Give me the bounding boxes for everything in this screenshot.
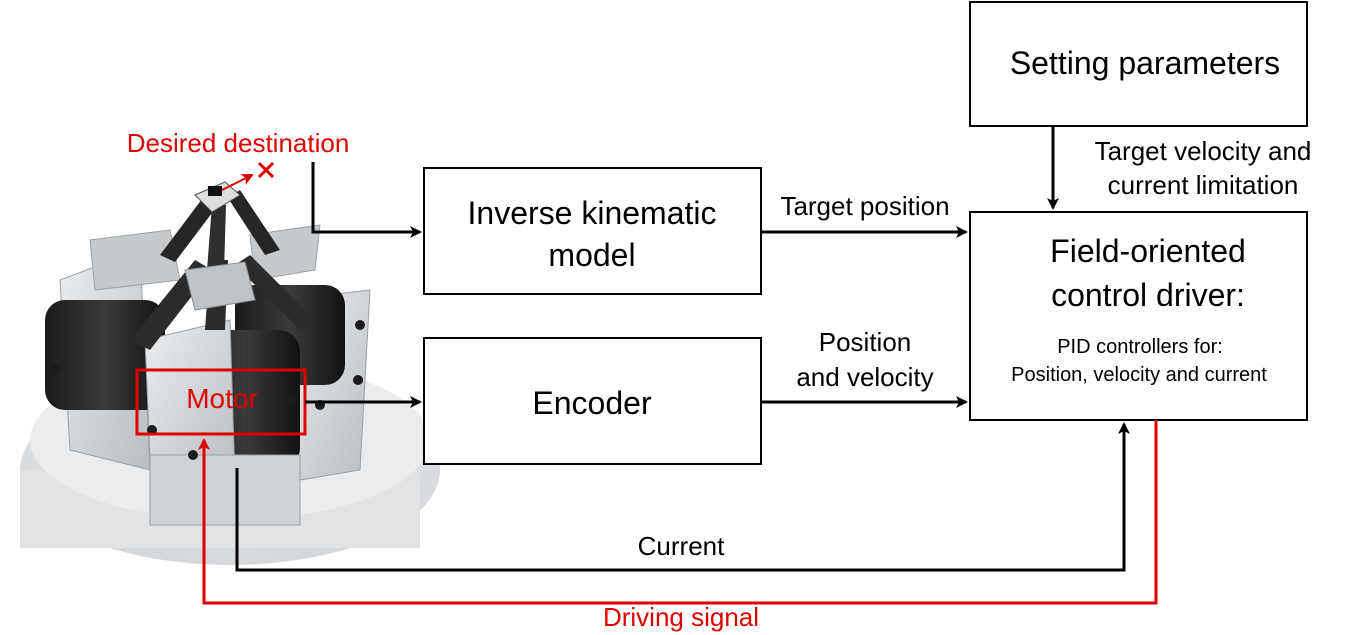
motor-left [45,300,165,410]
destination-marker [221,161,275,191]
setting-parameters-block [969,1,1308,127]
destination-label: Desired destination [127,128,350,158]
robot-photo [20,181,440,565]
driving-signal-label: Driving signal [603,602,759,632]
screw [353,375,363,385]
inverse-kinematic-block [423,167,762,295]
inverse-kinematic-label-2: model [548,237,635,273]
target-velocity-label-1: Target velocity and [1095,136,1312,166]
foc-subtitle-2: Position, velocity and current [1011,364,1267,386]
frame-bottom [149,454,301,526]
arrow-driving-signal [198,420,1158,605]
foc-driver-block [969,211,1308,421]
position-label: Position [819,327,912,357]
link-right [228,190,280,255]
frame-back-left [89,229,181,291]
velocity-label: and velocity [796,362,933,392]
arm-right [235,255,315,330]
arrow-current [235,422,1130,572]
inverse-kinematic-label-1: Inverse kinematic [468,195,717,231]
foc-title-1: Field-oriented [1050,233,1246,269]
encoder-label: Encoder [532,385,652,421]
end-effector-tip [208,186,222,196]
target-position-label: Target position [780,191,949,221]
setting-parameters-label: Setting parameters [1010,45,1280,81]
motor-label: Motor [186,383,258,414]
hub-plate [184,261,256,311]
link-center [207,205,226,272]
foc-subtitle-1: PID controllers for: [1057,336,1223,358]
target-velocity-label-2: current limitation [1108,170,1299,200]
encoder-block [423,337,762,465]
current-label: Current [638,531,725,561]
screw [287,395,297,405]
foc-title-2: control driver: [1051,277,1245,313]
screw [355,320,365,330]
screw [50,365,60,375]
arrow-destination-to-ik [311,162,422,238]
screw [188,450,198,460]
link-left [160,195,218,262]
